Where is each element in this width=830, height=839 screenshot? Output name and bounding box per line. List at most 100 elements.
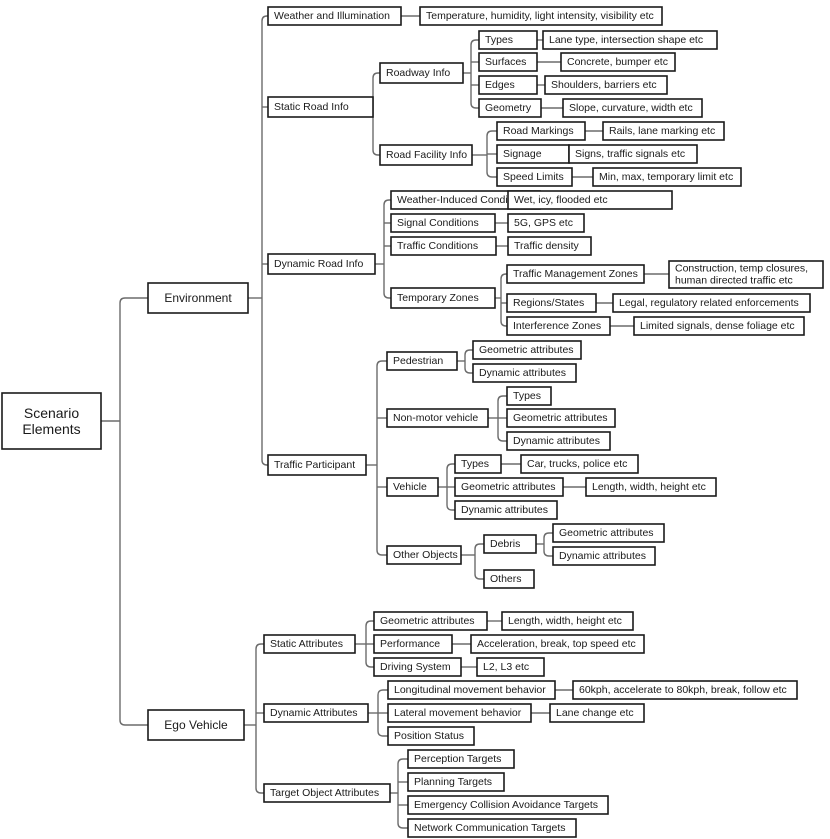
node-traffic-conditions: Traffic Conditions <box>390 236 497 256</box>
connector-line <box>543 550 553 557</box>
node-label: Non-motor vehicle <box>393 412 478 424</box>
node-roadway-info: Roadway Info <box>379 62 464 84</box>
node-label: Weather and Illumination <box>274 10 390 22</box>
node-label: Construction, temp closures,human direct… <box>675 262 808 286</box>
node-legal-regulatory-related-enforcements: Legal, regulatory related enforcements <box>612 293 811 313</box>
connector-line <box>500 320 507 327</box>
node-label: Temperature, humidity, light intensity, … <box>426 10 654 22</box>
connector-line <box>474 573 484 580</box>
connector-line <box>464 349 473 356</box>
node-dynamic-attributes: Dynamic attributes <box>552 546 656 566</box>
node-dynamic-attributes: Dynamic attributes <box>506 431 611 451</box>
node-emergency-collision-avoidance-targets: Emergency Collision Avoidance Targets <box>407 795 609 815</box>
node-label: Slope, curvature, width etc <box>569 102 693 114</box>
node-weather-induced-conditions: Weather-Induced Conditions <box>390 190 541 210</box>
node-road-markings: Road Markings <box>496 121 586 141</box>
connector-line <box>383 199 391 206</box>
connector-line <box>543 532 553 539</box>
node-dynamic-attributes: Dynamic attributes <box>454 500 558 520</box>
node-network-communication-targets: Network Communication Targets <box>407 818 577 838</box>
node-label: Geometric attributes <box>479 344 574 356</box>
node-label: Weather-Induced Conditions <box>397 194 530 206</box>
connector-line <box>500 273 507 280</box>
node-label: Lane type, intersection shape etc <box>549 34 703 46</box>
node-5g-gps-etc: 5G, GPS etc <box>507 213 585 233</box>
node-label: Speed Limits <box>503 171 564 183</box>
node-label: Debris <box>490 538 520 550</box>
node-label: Traffic density <box>514 240 580 252</box>
node-label: Static Road Info <box>274 101 349 113</box>
node-label: Dynamic Road Info <box>274 258 363 270</box>
node-label: Road Facility Info <box>386 149 467 161</box>
connector-line <box>119 719 148 726</box>
node-60kph-accelerate-to-80kph-break-follow-e: 60kph, accelerate to 80kph, break, follo… <box>572 680 798 700</box>
connector-line <box>376 360 387 367</box>
node-label: Position Status <box>394 730 464 742</box>
connector-line <box>377 730 388 737</box>
node-label: Regions/States <box>513 297 584 309</box>
node-label: Geometric attributes <box>461 481 556 493</box>
node-length-width-height-etc: Length, width, height etc <box>501 611 634 631</box>
node-label: Geometric attributes <box>513 412 608 424</box>
node-shoulders-barriers-etc: Shoulders, barriers etc <box>544 75 668 95</box>
connector-line <box>464 367 473 374</box>
node-pedestrian: Pedestrian <box>386 351 458 371</box>
node-label: Geometric attributes <box>380 615 475 627</box>
node-label: Others <box>490 573 522 585</box>
node-types: Types <box>454 454 502 474</box>
node-label: L2, L3 etc <box>483 661 529 673</box>
node-concrete-bumper-etc: Concrete, bumper etc <box>560 52 676 72</box>
node-label: Driving System <box>380 661 451 673</box>
node-label: Types <box>485 34 513 46</box>
node-label: Traffic Conditions <box>397 240 478 252</box>
node-label: Traffic Management Zones <box>513 268 638 280</box>
node-length-width-height-etc: Length, width, height etc <box>585 477 717 497</box>
node-label: Environment <box>164 291 232 305</box>
node-label: Rails, lane marking etc <box>609 125 715 137</box>
node-geometric-attributes: Geometric attributes <box>506 408 616 428</box>
node-static-road-info: Static Road Info <box>267 96 374 118</box>
node-label: Other Objects <box>393 549 458 561</box>
node-other-objects: Other Objects <box>386 545 462 565</box>
node-vehicle: Vehicle <box>386 477 439 497</box>
node-types: Types <box>506 386 552 406</box>
node-label: Emergency Collision Avoidance Targets <box>414 799 598 811</box>
node-label: Interference Zones <box>513 320 601 332</box>
node-label: Length, width, height etc <box>508 615 622 627</box>
connector-line <box>397 758 408 765</box>
node-label: Target Object Attributes <box>270 787 379 799</box>
node-label: Dynamic Attributes <box>270 707 358 719</box>
node-road-facility-info: Road Facility Info <box>379 144 473 166</box>
node-perception-targets: Perception Targets <box>407 749 515 769</box>
node-label: Road Markings <box>503 125 574 137</box>
node-label: Types <box>513 390 541 402</box>
node-label: Dynamic attributes <box>513 435 600 447</box>
connector-line <box>486 171 497 178</box>
node-geometry: Geometry <box>478 98 542 118</box>
node-limited-signals-dense-foliage-etc: Limited signals, dense foliage etc <box>633 316 805 336</box>
node-static-attributes: Static Attributes <box>263 634 356 654</box>
node-l2-l3-etc: L2, L3 etc <box>476 657 545 677</box>
node-regions-states: Regions/States <box>506 293 597 313</box>
node-label: Legal, regulatory related enforcements <box>619 297 799 309</box>
node-label: 5G, GPS etc <box>514 217 573 229</box>
connector-line <box>376 549 387 556</box>
node-label: Signage <box>503 148 542 160</box>
connector-line <box>383 292 391 299</box>
node-label: Roadway Info <box>386 67 450 79</box>
connector-line <box>261 459 268 466</box>
connector-line <box>446 504 455 511</box>
node-signage: Signage <box>496 144 570 164</box>
node-label: Temporary Zones <box>397 292 479 304</box>
node-performance: Performance <box>373 634 453 654</box>
connector-line <box>261 15 268 22</box>
connector-line <box>470 39 479 46</box>
node-geometric-attributes: Geometric attributes <box>472 340 582 360</box>
node-temporary-zones: Temporary Zones <box>390 287 496 309</box>
node-rails-lane-marking-etc: Rails, lane marking etc <box>602 121 725 141</box>
node-label: Wet, icy, flooded etc <box>514 194 608 206</box>
